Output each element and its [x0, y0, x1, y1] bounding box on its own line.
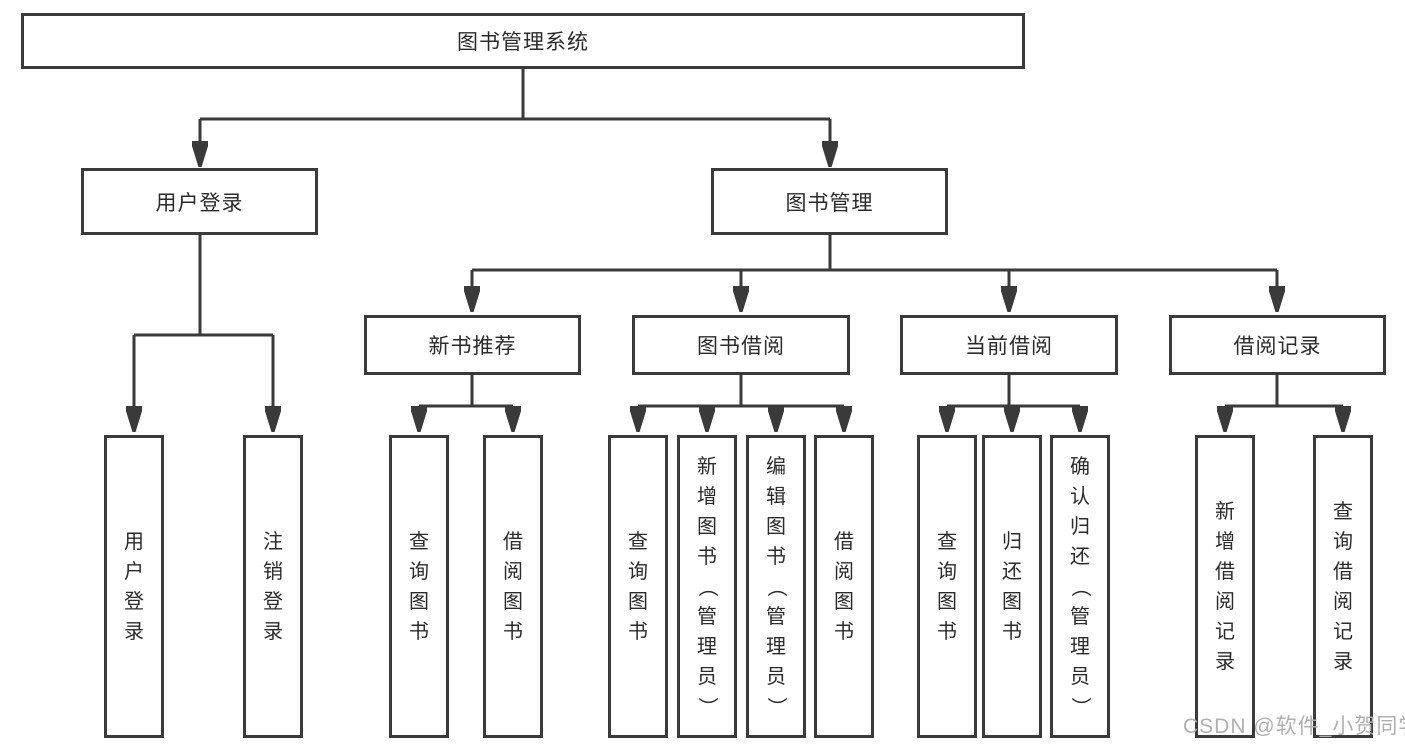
node-user-login: 用户登录	[81, 168, 318, 235]
node-label: 图书借阅	[697, 335, 785, 358]
node-label: 借阅记录	[1233, 335, 1322, 358]
node-book-borrow: 图书借阅	[632, 315, 850, 375]
node-library-system: 图书管理系统	[21, 13, 1025, 69]
node-current-borrow: 当前借阅	[900, 315, 1118, 375]
node-label: 图书管理系统	[457, 31, 589, 54]
node-borrow-records: 借阅记录	[1169, 315, 1386, 375]
node-label: 新书推荐	[428, 335, 517, 358]
leaf-records-query-record: 查询借阅记录	[1313, 435, 1373, 738]
leaf-current-query-books: 查询图书	[917, 435, 977, 738]
leaf-borrow-query-books: 查询图书	[608, 435, 668, 738]
leaf-newbook-query-books: 查询图书	[389, 435, 449, 738]
leaf-borrow-borrow-books: 借阅图书	[814, 435, 874, 738]
node-label: 用户登录	[155, 191, 244, 215]
leaf-newbook-borrow-books: 借阅图书	[483, 435, 543, 738]
node-label: 图书管理	[785, 191, 874, 215]
leaf-logout: 注销登录	[243, 435, 303, 738]
leaf-records-add-record: 新增借阅记录	[1195, 435, 1255, 738]
node-book-management: 图书管理	[711, 168, 948, 235]
node-new-book-recommend: 新书推荐	[364, 315, 581, 375]
leaf-user-login: 用户登录	[104, 435, 164, 738]
leaf-current-confirm-return-admin: 确认归还（管理员）	[1050, 435, 1110, 738]
leaf-current-return-books: 归还图书	[982, 435, 1042, 738]
leaf-borrow-edit-books-admin: 编辑图书（管理员）	[746, 435, 806, 738]
node-label: 当前借阅	[965, 335, 1053, 358]
leaf-borrow-add-books-admin: 新增图书（管理员）	[677, 435, 737, 738]
